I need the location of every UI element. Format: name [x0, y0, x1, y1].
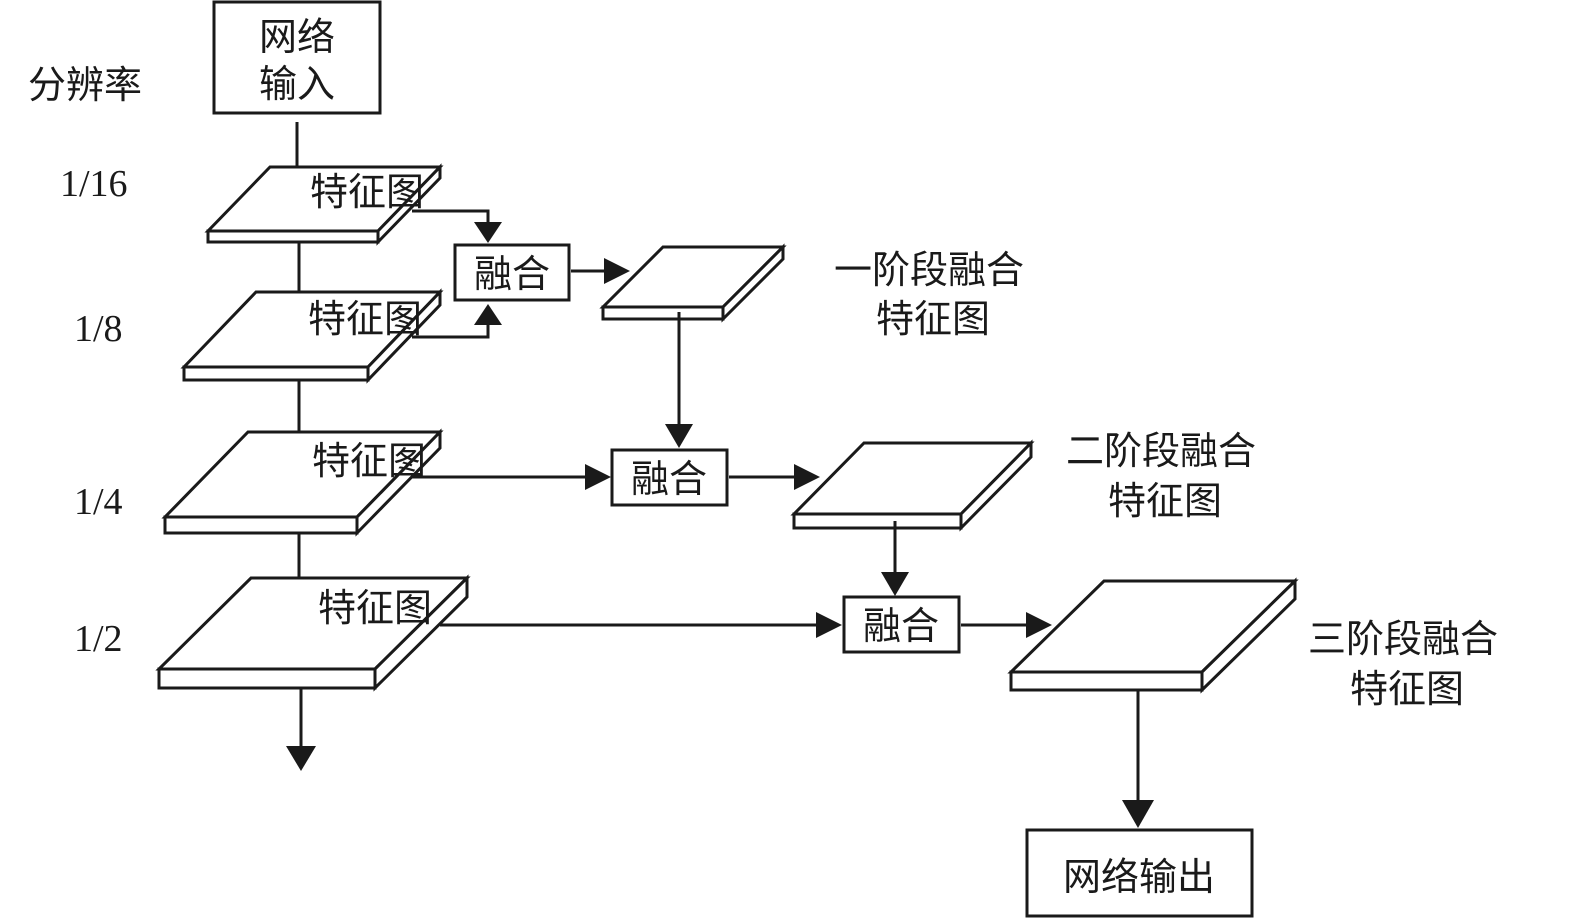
stage-3-feature-map — [1007, 577, 1299, 694]
stage-3-label-line1: 三阶段融合 — [1308, 617, 1498, 661]
stage-1-down-arrowhead — [665, 424, 693, 448]
input-label-line2: 输入 — [259, 62, 335, 106]
resolution-header: 分辨率 — [28, 63, 142, 107]
fuse-2-out-arrowhead — [794, 464, 820, 490]
feature-map-1-2: 特征图 — [155, 574, 471, 692]
feature-map-label: 特征图 — [318, 586, 432, 630]
resolution-label-1-4: 1/4 — [74, 481, 123, 523]
network-output-node: 网络输出 — [1025, 828, 1254, 918]
fuse-node-2: 融合 — [610, 448, 729, 507]
fuse-label: 融合 — [631, 457, 707, 501]
stage-1-label-line2: 特征图 — [876, 297, 990, 341]
stage-2-down-arrowhead — [881, 572, 909, 596]
resolution-label-1-2: 1/2 — [74, 618, 123, 660]
resolution-label-1-8: 1/8 — [74, 308, 123, 350]
fuse-label: 融合 — [863, 604, 939, 648]
fuse-1-out-arrowhead — [604, 258, 630, 284]
output-label: 网络输出 — [1063, 855, 1215, 899]
feature-1-2-to-fuse-3-arrowhead — [816, 612, 842, 638]
feature-1-4-to-fuse-2-arrowhead — [585, 464, 611, 490]
stage-3-label-line2: 特征图 — [1350, 667, 1464, 711]
input-label-line1: 网络 — [259, 15, 335, 59]
feature-map-label: 特征图 — [308, 297, 422, 341]
fusion-1-connectors — [412, 209, 502, 339]
stage-2-label-line1: 二阶段融合 — [1066, 429, 1256, 473]
feature-map-1-8: 特征图 — [180, 288, 444, 384]
fuse-node-1: 融合 — [453, 243, 571, 302]
stage-2-feature-map — [790, 439, 1035, 532]
feature-map-label: 特征图 — [312, 439, 426, 483]
feature-map-1-16: 特征图 — [204, 163, 444, 246]
network-input-node: 网络 输入 — [212, 0, 382, 115]
resolution-label-1-16: 1/16 — [60, 163, 128, 205]
feature-map-1-4: 特征图 — [161, 428, 444, 537]
stage-1-feature-map — [599, 243, 787, 323]
fuse-node-3: 融合 — [842, 595, 961, 654]
stage-1-label-line1: 一阶段融合 — [834, 248, 1024, 292]
feature-map-label: 特征图 — [310, 170, 424, 214]
stage-2-label-line2: 特征图 — [1108, 479, 1222, 523]
fuse-label: 融合 — [474, 252, 550, 296]
stage-3-down-arrowhead — [1122, 800, 1154, 828]
fuse-3-out-arrowhead — [1026, 612, 1052, 638]
